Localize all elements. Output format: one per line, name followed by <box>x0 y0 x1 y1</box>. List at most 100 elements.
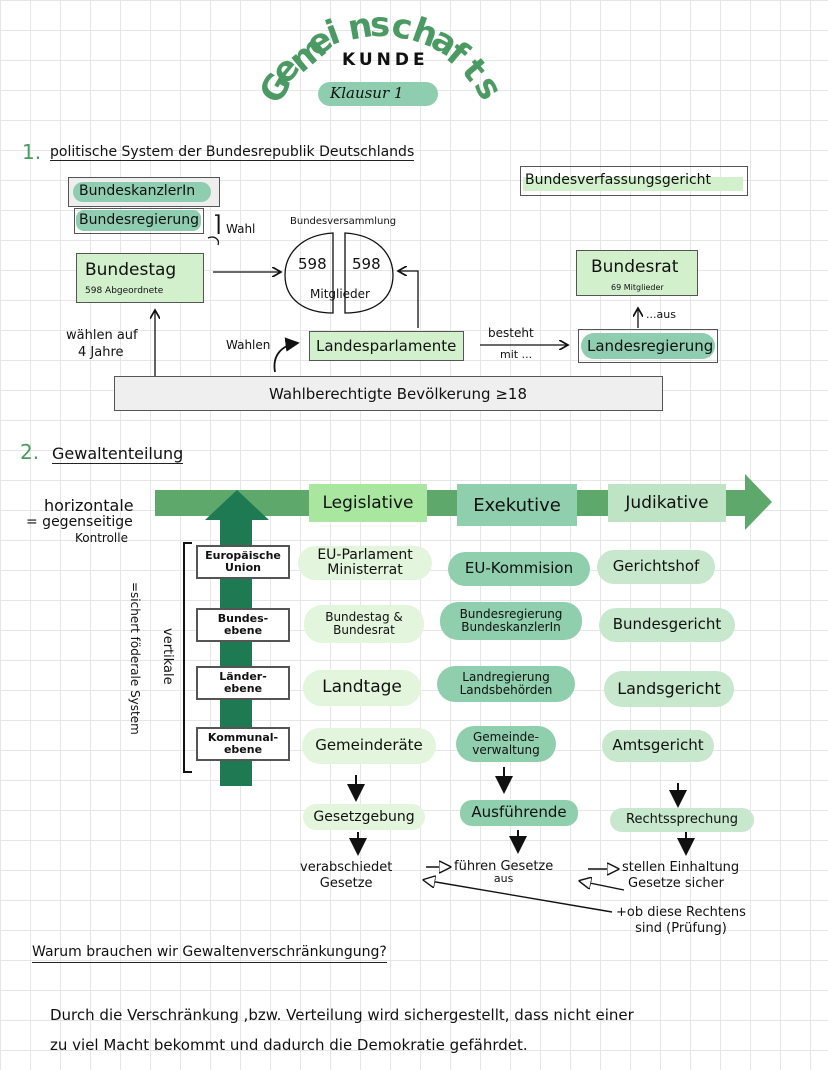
cell-text: Gemeinde- <box>472 730 540 745</box>
desc-text: Gesetze sicher <box>628 875 725 891</box>
desc-judicative: stellen Einhaltung Gesetze sicher <box>622 860 739 891</box>
horizontal-label-3: Kontrolle <box>75 531 128 545</box>
vertical-label: vertikale <box>160 628 175 685</box>
cell-text: Bundesgericht <box>612 615 722 634</box>
level-bund-line2: ebene <box>223 624 263 637</box>
cell-text: Bundestag & <box>325 610 403 625</box>
vier-jahre-label: 4 Jahre <box>78 345 124 360</box>
level-bund-line1: Bundes- <box>217 611 269 625</box>
section-1-number: 1. <box>22 140 42 164</box>
desc-judicative-extra: +ob diese Rechtens sind (Prüfung) <box>616 905 746 936</box>
bundesregierung-highlight <box>76 210 201 231</box>
landesparlamente-box: Landesparlamente <box>309 331 464 361</box>
bundesregierung-box: Bundesregierung <box>74 208 204 234</box>
desc-text: stellen Einhaltung <box>622 860 740 875</box>
cell-text: verwaltung <box>472 743 540 757</box>
cell-text: Bundesregierung <box>459 607 563 622</box>
landesregierung-box: Landesregierung <box>578 329 718 363</box>
bundestag-box: Bundestag 598 Abgeordnete <box>76 253 204 303</box>
bundesrat-box: Bundesrat 69 Mitglieder <box>576 250 698 296</box>
cell-text: EU-Kommision <box>464 559 574 578</box>
landesregierung-label: Landesregierung <box>587 337 714 355</box>
desc-text: aus <box>493 872 514 885</box>
column-legislative: Legislative <box>309 484 427 522</box>
cell-text: Amtsgericht <box>612 736 704 755</box>
versammlung-count-right: 598 <box>352 255 381 273</box>
bundesverfassungsgericht-label: Bundesverfassungsgericht <box>525 172 712 188</box>
desc-text: verabschiedet <box>300 860 393 875</box>
section-1-connectors <box>0 232 828 376</box>
cell-text: Ministerrat <box>327 562 403 578</box>
bundesregierung-label: Bundesregierung <box>79 212 199 228</box>
level-kommunal-line2: ebene <box>223 743 263 756</box>
function-legislative: Gesetzgebung <box>303 804 425 830</box>
vertical-bracket <box>183 542 192 773</box>
cell-text: Gemeinderäte <box>315 736 423 755</box>
cell-kommunal-executive: Gemeinde-verwaltung <box>456 726 556 762</box>
desc-text: führen Gesetze <box>454 859 554 874</box>
cell-text: BundeskanzlerIn <box>461 620 561 634</box>
bundesrat-label: Bundesrat <box>591 257 679 277</box>
answer-line-1: Durch die Verschränkung ,bzw. Verteilung… <box>50 1006 634 1024</box>
arrow-landesparlamente-to-versammlung <box>398 271 419 328</box>
horizontal-label-1: horizontale <box>44 496 134 515</box>
wahl-label: Wahl <box>226 222 256 236</box>
cell-eu-judicative: Gerichtshof <box>597 550 715 584</box>
bundesverfassungsgericht-box: Bundesverfassungsgericht <box>520 166 748 196</box>
cell-bund-legislative: Bundestag &Bundesrat <box>304 605 424 643</box>
level-eu-line1: Europäische <box>205 548 281 562</box>
cell-laender-legislative: Landtage <box>303 670 421 706</box>
desc-legislative: verabschiedet Gesetze <box>300 860 392 891</box>
cell-text: Landregierung <box>462 670 550 685</box>
arrow-jud-to-exe <box>580 881 625 891</box>
desc-text: +ob diese Rechtens <box>616 905 746 920</box>
tag-badge <box>318 82 438 106</box>
section-1-heading: politische System der Bundesrepublik Deu… <box>50 144 415 161</box>
desc-text: Gesetze <box>319 875 373 891</box>
function-judicative: Rechtssprechung <box>610 808 754 832</box>
section-2-heading: Gewaltenteilung <box>52 444 184 464</box>
versammlung-members: Mitglieder <box>310 287 370 301</box>
cell-text: Landsgericht <box>617 678 721 698</box>
cell-text: Landsbehörden <box>459 683 553 697</box>
bundesversammlung-label: Bundesversammlung <box>290 216 397 227</box>
answer-line-2: zu viel Macht bekommt und dadurch die De… <box>50 1036 528 1054</box>
level-laender-line2: ebene <box>223 682 263 695</box>
bevoelkerung-box: Wahlberechtigte Bevölkerung ≥18 <box>114 376 663 411</box>
function-text: Ausführende <box>471 803 567 822</box>
bundesrat-sub: 69 Mitglieder <box>611 283 664 292</box>
bundestag-sub: 598 Abgeordnete <box>85 286 164 296</box>
bundeskanzler-highlight <box>73 182 211 202</box>
section-2-number: 2. <box>20 440 40 464</box>
column-judikative: Judikative <box>608 484 726 522</box>
tag-label: Klausur 1 <box>330 84 404 102</box>
arrow-jud-to-leg <box>424 880 613 913</box>
cell-kommunal-judicative: Amtsgericht <box>602 730 714 762</box>
aus-label: ...aus <box>646 308 676 321</box>
cell-laender-judicative: Landsgericht <box>604 671 734 707</box>
cell-bund-judicative: Bundesgericht <box>599 608 735 642</box>
level-kommunal: Kommunal-ebene <box>196 727 290 761</box>
function-executive: Ausführende <box>460 800 578 826</box>
level-bund: Bundes-ebene <box>196 608 290 642</box>
wahl-bracket: ⌉ <box>213 212 222 237</box>
cell-text: Gerichtshof <box>612 557 700 576</box>
horizontal-label-2: = gegenseitige <box>26 514 133 530</box>
level-laender-line1: Länder- <box>219 669 267 683</box>
bundesverfassungsgericht-highlight <box>523 177 743 191</box>
cell-text: Landtage <box>322 677 402 698</box>
mit-label: mit ... <box>500 348 533 361</box>
cell-text: EU-Parlament <box>317 547 413 564</box>
column-exekutive: Exekutive <box>457 484 577 526</box>
arrow-volk-to-landesparlamente <box>273 337 300 373</box>
cell-eu-executive: EU-Kommision <box>448 552 590 586</box>
level-laender: Länder-ebene <box>196 666 290 700</box>
question-heading: Warum brauchen wir Gewaltenverschränkung… <box>32 944 387 963</box>
waehlen-auf-label: wählen auf <box>66 328 138 343</box>
wahl-curve <box>207 236 220 246</box>
